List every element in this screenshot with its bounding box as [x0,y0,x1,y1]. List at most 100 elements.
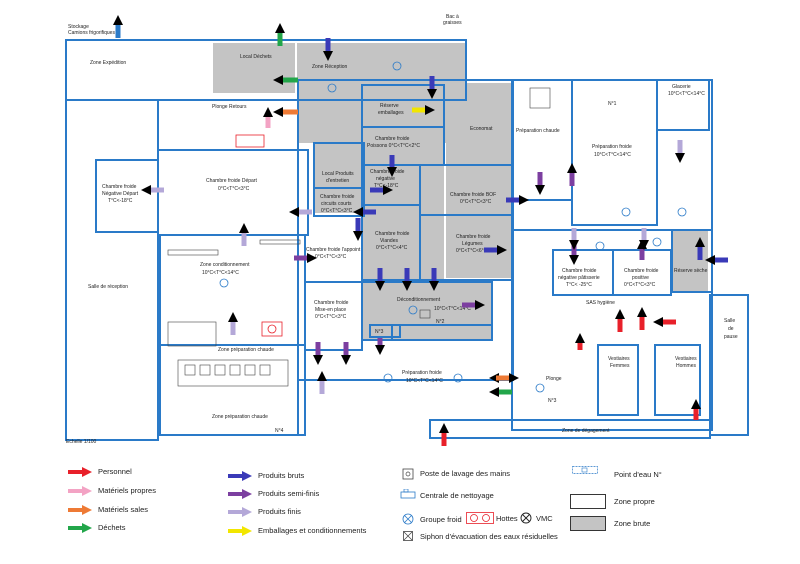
legend-point-eau: Point d'eau N° [614,470,662,479]
room-salle-pause-2: de [728,326,734,332]
room-cf-patisserie-2: négative pâtisserie [558,275,600,281]
room-cf-depart: Chambre froide Départ [206,178,257,184]
room-cf-positive-2: positive [632,275,649,281]
groupe-froid-icon [327,83,337,93]
groupe-froid-icon [383,373,393,383]
hand-wash-icon [402,468,414,480]
room-cf-legumes: Chambre froide [456,234,491,240]
point-eau-n2: N°2 [436,319,445,325]
groupe-froid-icon [219,278,229,288]
legend-produits-finis: Produits finis [258,507,301,516]
legend-siphon: Siphon d'évacuation des eaux résiduelles [420,532,558,541]
legend-produits-semi-finis: Produits semi-finis [258,489,320,498]
hotte-icon [267,324,277,334]
point-eau-n1: N°1 [608,101,617,107]
room-cf-poissons: Chambre froide [375,136,410,142]
room-cf-patisserie-3: T°C< -25°C [566,282,592,288]
room-cf-viandes-3: 0°C<T°C<4°C [376,245,408,251]
room-vest-femmes-2: Femmes [610,363,630,369]
room-cf-poissons-2: Poissons 0°C<T°C<2°C [367,143,420,149]
room-deconditionnement-2: 10°C<T°C<14°C [434,306,471,312]
room-glacerie: Glacerie [672,84,691,90]
groupe-froid-icon [408,305,418,315]
plan-scale: Echelle 1/100 [66,439,97,445]
legend-centrale-nettoyage: Centrale de nettoyage [420,491,494,500]
legend-produits-bruts: Produits bruts [258,471,305,480]
legend-personnel: Personnel [98,467,132,476]
room-zone-cond-2: 10°C<T°C<14°C [202,270,239,276]
emballages-legend-arrow [228,526,252,536]
room-cf-circuits-3: 0°C<T°C<3°C [321,208,353,214]
room-stockage: Stockage [68,24,89,30]
room-cf-depart-2: 0°C<T°C<3°C [218,186,250,192]
legend-materiels-propres: Matériels propres [98,486,156,495]
groupe-froid-legend-icon [402,513,414,525]
room-cf-legumes-2: Légumes [462,241,483,247]
room-zone-prep-chaude: Zone préparation chaude [218,347,274,353]
room-prep-froide: Préparation froide [592,144,632,150]
room-zone-prep-chaude-bas: Zone préparation chaude [212,414,268,420]
zone-brute-areas [213,43,708,340]
room-cf-bof: Chambre froide BOF [450,192,496,198]
room-cf-positive: Chambre froide [624,268,659,274]
room-cf-viandes: Chambre froide [375,231,410,237]
produits-finis-legend-arrow [228,507,252,517]
legend-zone-propre: Zone propre [614,497,655,506]
room-cf-circuits-2: circuits courts [321,201,352,207]
room-reserve-2: emballages [378,110,404,116]
room-deconditionnement: Déconditionnement [397,297,441,303]
room-cf-legumes-3: 0°C<T°C<6°C [456,248,488,254]
vmc-icon [520,512,532,524]
room-salle-pause: Salle [724,318,735,324]
cleaning-station-icon [400,489,416,499]
legend-poste-lavage: Poste de lavage des mains [420,469,511,478]
room-cf-appoint: Chambre froide l'appoint [306,247,361,253]
dechets-legend-arrow [68,523,92,533]
produits-bruts-legend-arrow [228,471,252,481]
room-vest-femmes: Vestiaires [608,356,630,362]
materiels-propres-legend-arrow [68,486,92,496]
room-cf-mise-en-place-3: 0°C<T°C<3°C [315,314,347,320]
room-cf-patisserie: Chambre froide [562,268,597,274]
room-prep-froide-bas-2: 10°C<T°C<14°C [406,378,443,384]
groupe-froid-symbols [219,61,687,393]
groupe-froid-icon [621,207,631,217]
room-zone-reception: Zone Réception [312,64,348,70]
hottes-symbols [235,134,283,337]
room-plonge: Plonge [546,376,562,382]
room-cf-bof-2: 0°C<T°C<3°C [460,199,492,205]
room-cf-appoint-2: 0°C<T°C<3°C [315,254,347,260]
room-bac: Bac à [446,14,459,20]
room-cf-mise-en-place: Chambre froide [314,300,349,306]
room-cf-positive-3: 0°C<T°C<3°C [624,282,656,288]
legend-dechets: Déchets [98,523,126,532]
hotte-icon [261,321,283,337]
room-zone-cond: Zone conditionnement [200,262,250,268]
room-cf-viandes-2: Viandes [380,238,398,244]
room-zone-degagement: Zone de dégagement [562,428,610,434]
groupe-froid-icon [595,241,605,251]
room-cf-neg-depart-2: Négative Départ [102,191,139,197]
groupe-froid-icon [652,237,662,247]
room-vest-hommes: Vestiaires [675,356,697,362]
room-vest-hommes-2: Hommes [676,363,697,369]
room-salle-reception: Salle de réception [88,284,128,290]
room-prep-froide-2: 10°C<T°C<14°C [594,152,631,158]
room-local-produits: Local Produits [322,171,354,177]
room-sas: SAS hygiène [586,300,615,306]
legend-zone-brute: Zone brute [614,519,651,528]
point-eau-n3-upper: N°3 [375,329,384,335]
groupe-froid-icon [453,373,463,383]
personnel-legend-arrow [68,467,92,477]
legend-vmc: VMC [536,514,553,523]
legend-groupe-froid: Groupe froid [420,515,462,524]
point-eau-n3: N°3 [548,398,557,404]
groupe-froid-icon [677,207,687,217]
room-bac-2: graisses [443,20,462,26]
room-local-dechets: Local Déchets [240,54,272,60]
room-plonge-retours: Plonge Retours [212,104,247,110]
kitchen-fixtures [167,87,551,387]
groupe-froid-icon [535,383,545,393]
room-cf-negative: Chambre froide [370,169,405,175]
